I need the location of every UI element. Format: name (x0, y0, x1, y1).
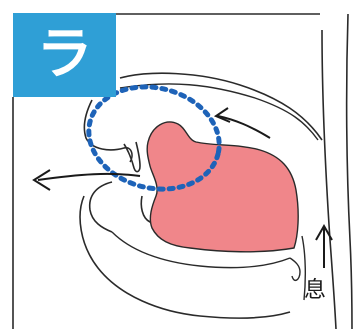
kana-badge: ラ (13, 13, 116, 97)
lower-lip (90, 182, 112, 232)
pharynx-wall-inner (347, 14, 352, 329)
breath-label: 息 (304, 280, 326, 302)
arrow-curved-left-icon (216, 108, 270, 138)
epiglottis (290, 258, 300, 280)
kana-badge-label: ラ (37, 27, 93, 83)
palate-contour (120, 73, 322, 140)
upper-lip (84, 100, 132, 162)
